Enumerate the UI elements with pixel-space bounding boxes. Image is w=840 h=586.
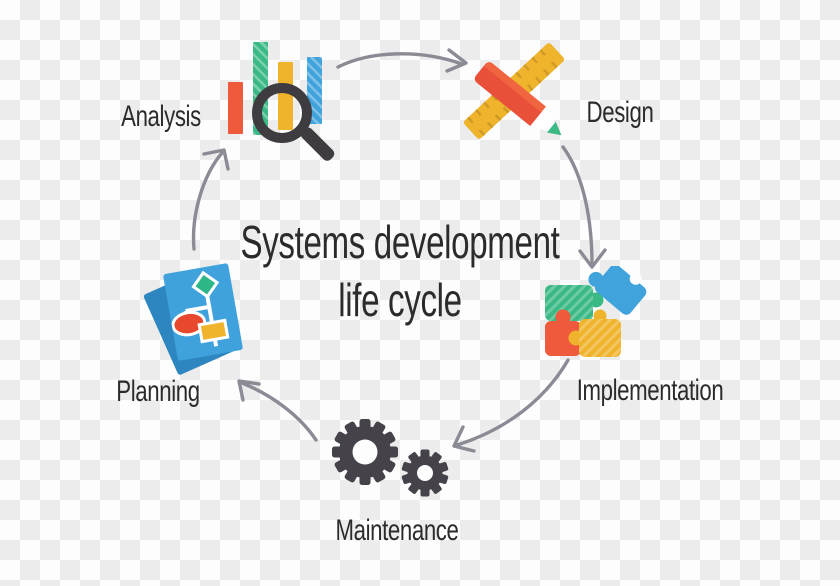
gears-icon (332, 419, 449, 497)
document-front-card (162, 262, 244, 362)
puzzle-green-piece (545, 285, 604, 321)
magnifier-ring (252, 83, 312, 143)
flowchart-rect (197, 318, 230, 344)
puzzle-yellow-piece (568, 309, 621, 357)
stage-label-maintenance: Maintenance (335, 514, 459, 547)
puzzle-blue-piece (588, 266, 647, 315)
gear-large (332, 419, 398, 485)
flowchart-ellipse (171, 310, 207, 337)
stage-label-analysis: Analysis (121, 100, 201, 133)
puzzle-orange-piece (545, 309, 581, 356)
puzzle-pieces-icon (545, 266, 647, 357)
stage-label-implementation: Implementation (576, 374, 724, 407)
arrow-analysis-to-design (336, 48, 468, 73)
stage-label-design: Design (586, 96, 654, 129)
diagram-title-line-1: Systems development (240, 216, 560, 268)
arrow-planning-to-analysis (191, 148, 230, 251)
arrow-maintenance-to-planning (237, 379, 318, 442)
flowchart-diamond (191, 270, 220, 299)
diagram-title-line-2: life cycle (338, 274, 462, 326)
gear-small (401, 449, 449, 497)
flowchart-drawing (171, 270, 230, 347)
stage-label-planning: Planning (116, 375, 200, 408)
flowchart-document-icon (142, 262, 252, 378)
arrow-design-to-implementation (561, 145, 607, 269)
chart-bar-orange (228, 82, 243, 134)
magnifier-handle (298, 125, 337, 163)
ruler-pencil-icon (460, 41, 572, 144)
arrow-implementation-to-maintenance (452, 358, 570, 453)
bar-chart-magnifier-icon (222, 36, 338, 176)
